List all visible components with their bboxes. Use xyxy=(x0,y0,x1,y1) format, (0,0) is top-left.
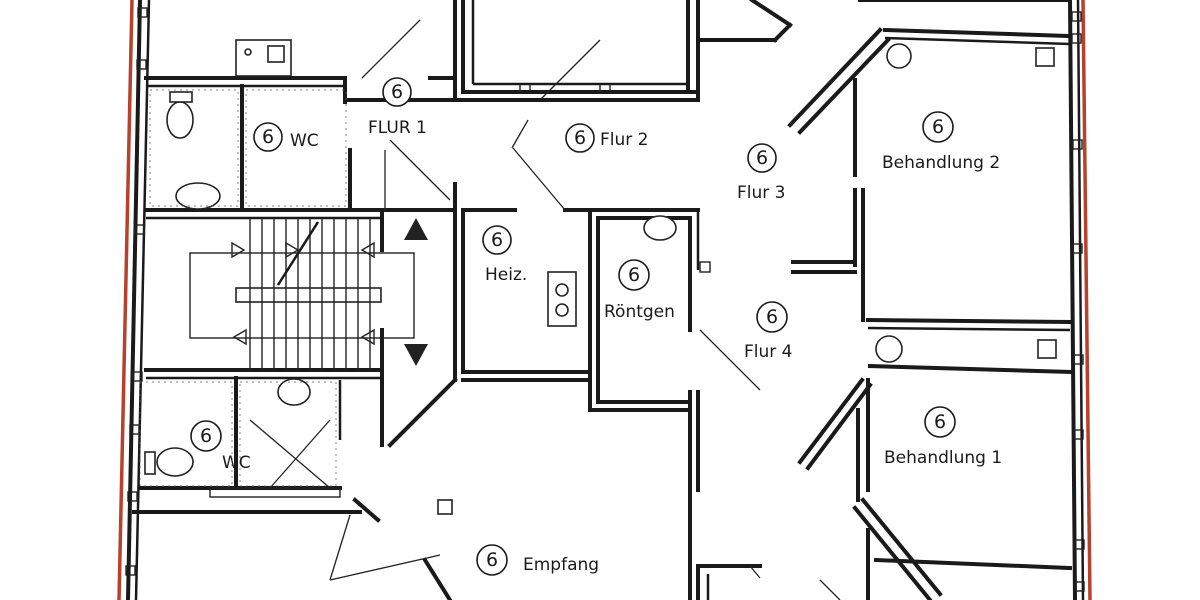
room-label: Empfang xyxy=(523,555,599,575)
room-number: 6 xyxy=(934,411,946,433)
room-label: Röntgen xyxy=(604,302,675,322)
room-label: Behandlung 2 xyxy=(882,153,1000,173)
arrow-up-icon xyxy=(404,218,428,240)
exterior-walls xyxy=(125,0,1085,600)
staircase xyxy=(189,218,428,370)
room-label: Behandlung 1 xyxy=(884,448,1002,468)
room-number: 6 xyxy=(574,127,586,149)
sink-icon-roentgen xyxy=(643,215,677,241)
room-label: Flur 3 xyxy=(737,183,786,203)
room-number: 6 xyxy=(491,229,503,251)
fixtures xyxy=(139,39,1057,515)
room-number: 6 xyxy=(628,264,640,286)
room-label: Flur 4 xyxy=(744,342,793,362)
room-flur2: 6 Flur 2 xyxy=(565,123,649,153)
room-label: Heiz. xyxy=(485,265,527,285)
room-label: Flur 2 xyxy=(600,130,649,150)
boiler-icon xyxy=(547,271,577,327)
room-number: 6 xyxy=(766,306,778,328)
boundary-left xyxy=(117,0,134,600)
room-number: 6 xyxy=(262,126,274,148)
room-number: 6 xyxy=(932,116,944,138)
room-behandlung2: 6 Behandlung 2 xyxy=(882,111,1000,173)
room-flur1: 6 FLUR 1 xyxy=(368,77,427,138)
room-number: 6 xyxy=(200,425,212,447)
door-swings xyxy=(249,19,943,600)
room-number: 6 xyxy=(391,81,403,103)
toilet-icon-bottom xyxy=(156,447,194,477)
room-number: 6 xyxy=(486,549,498,571)
arrow-down-icon xyxy=(404,344,428,366)
room-wc-bottom: 6 WC xyxy=(190,420,251,473)
sink-icon xyxy=(175,182,221,210)
room-wc-top: 6 WC xyxy=(253,122,319,152)
room-behandlung1: 6 Behandlung 1 xyxy=(884,406,1002,468)
interior-walls xyxy=(132,0,1073,600)
room-number: 6 xyxy=(756,147,768,169)
sink-icon-bottom-wc xyxy=(277,378,311,406)
room-empfang: 6 Empfang xyxy=(476,544,599,576)
room-flur4: 6 Flur 4 xyxy=(744,301,793,362)
room-flur3: 6 Flur 3 xyxy=(737,143,786,203)
room-roentgen: 6 Röntgen xyxy=(604,259,675,322)
room-label: WC xyxy=(222,453,251,473)
boundary-right xyxy=(1081,0,1092,600)
room-heiz: 6 Heiz. xyxy=(482,225,527,285)
room-label: FLUR 1 xyxy=(368,118,427,138)
toilet-icon xyxy=(166,101,194,139)
room-label: WC xyxy=(290,131,319,151)
